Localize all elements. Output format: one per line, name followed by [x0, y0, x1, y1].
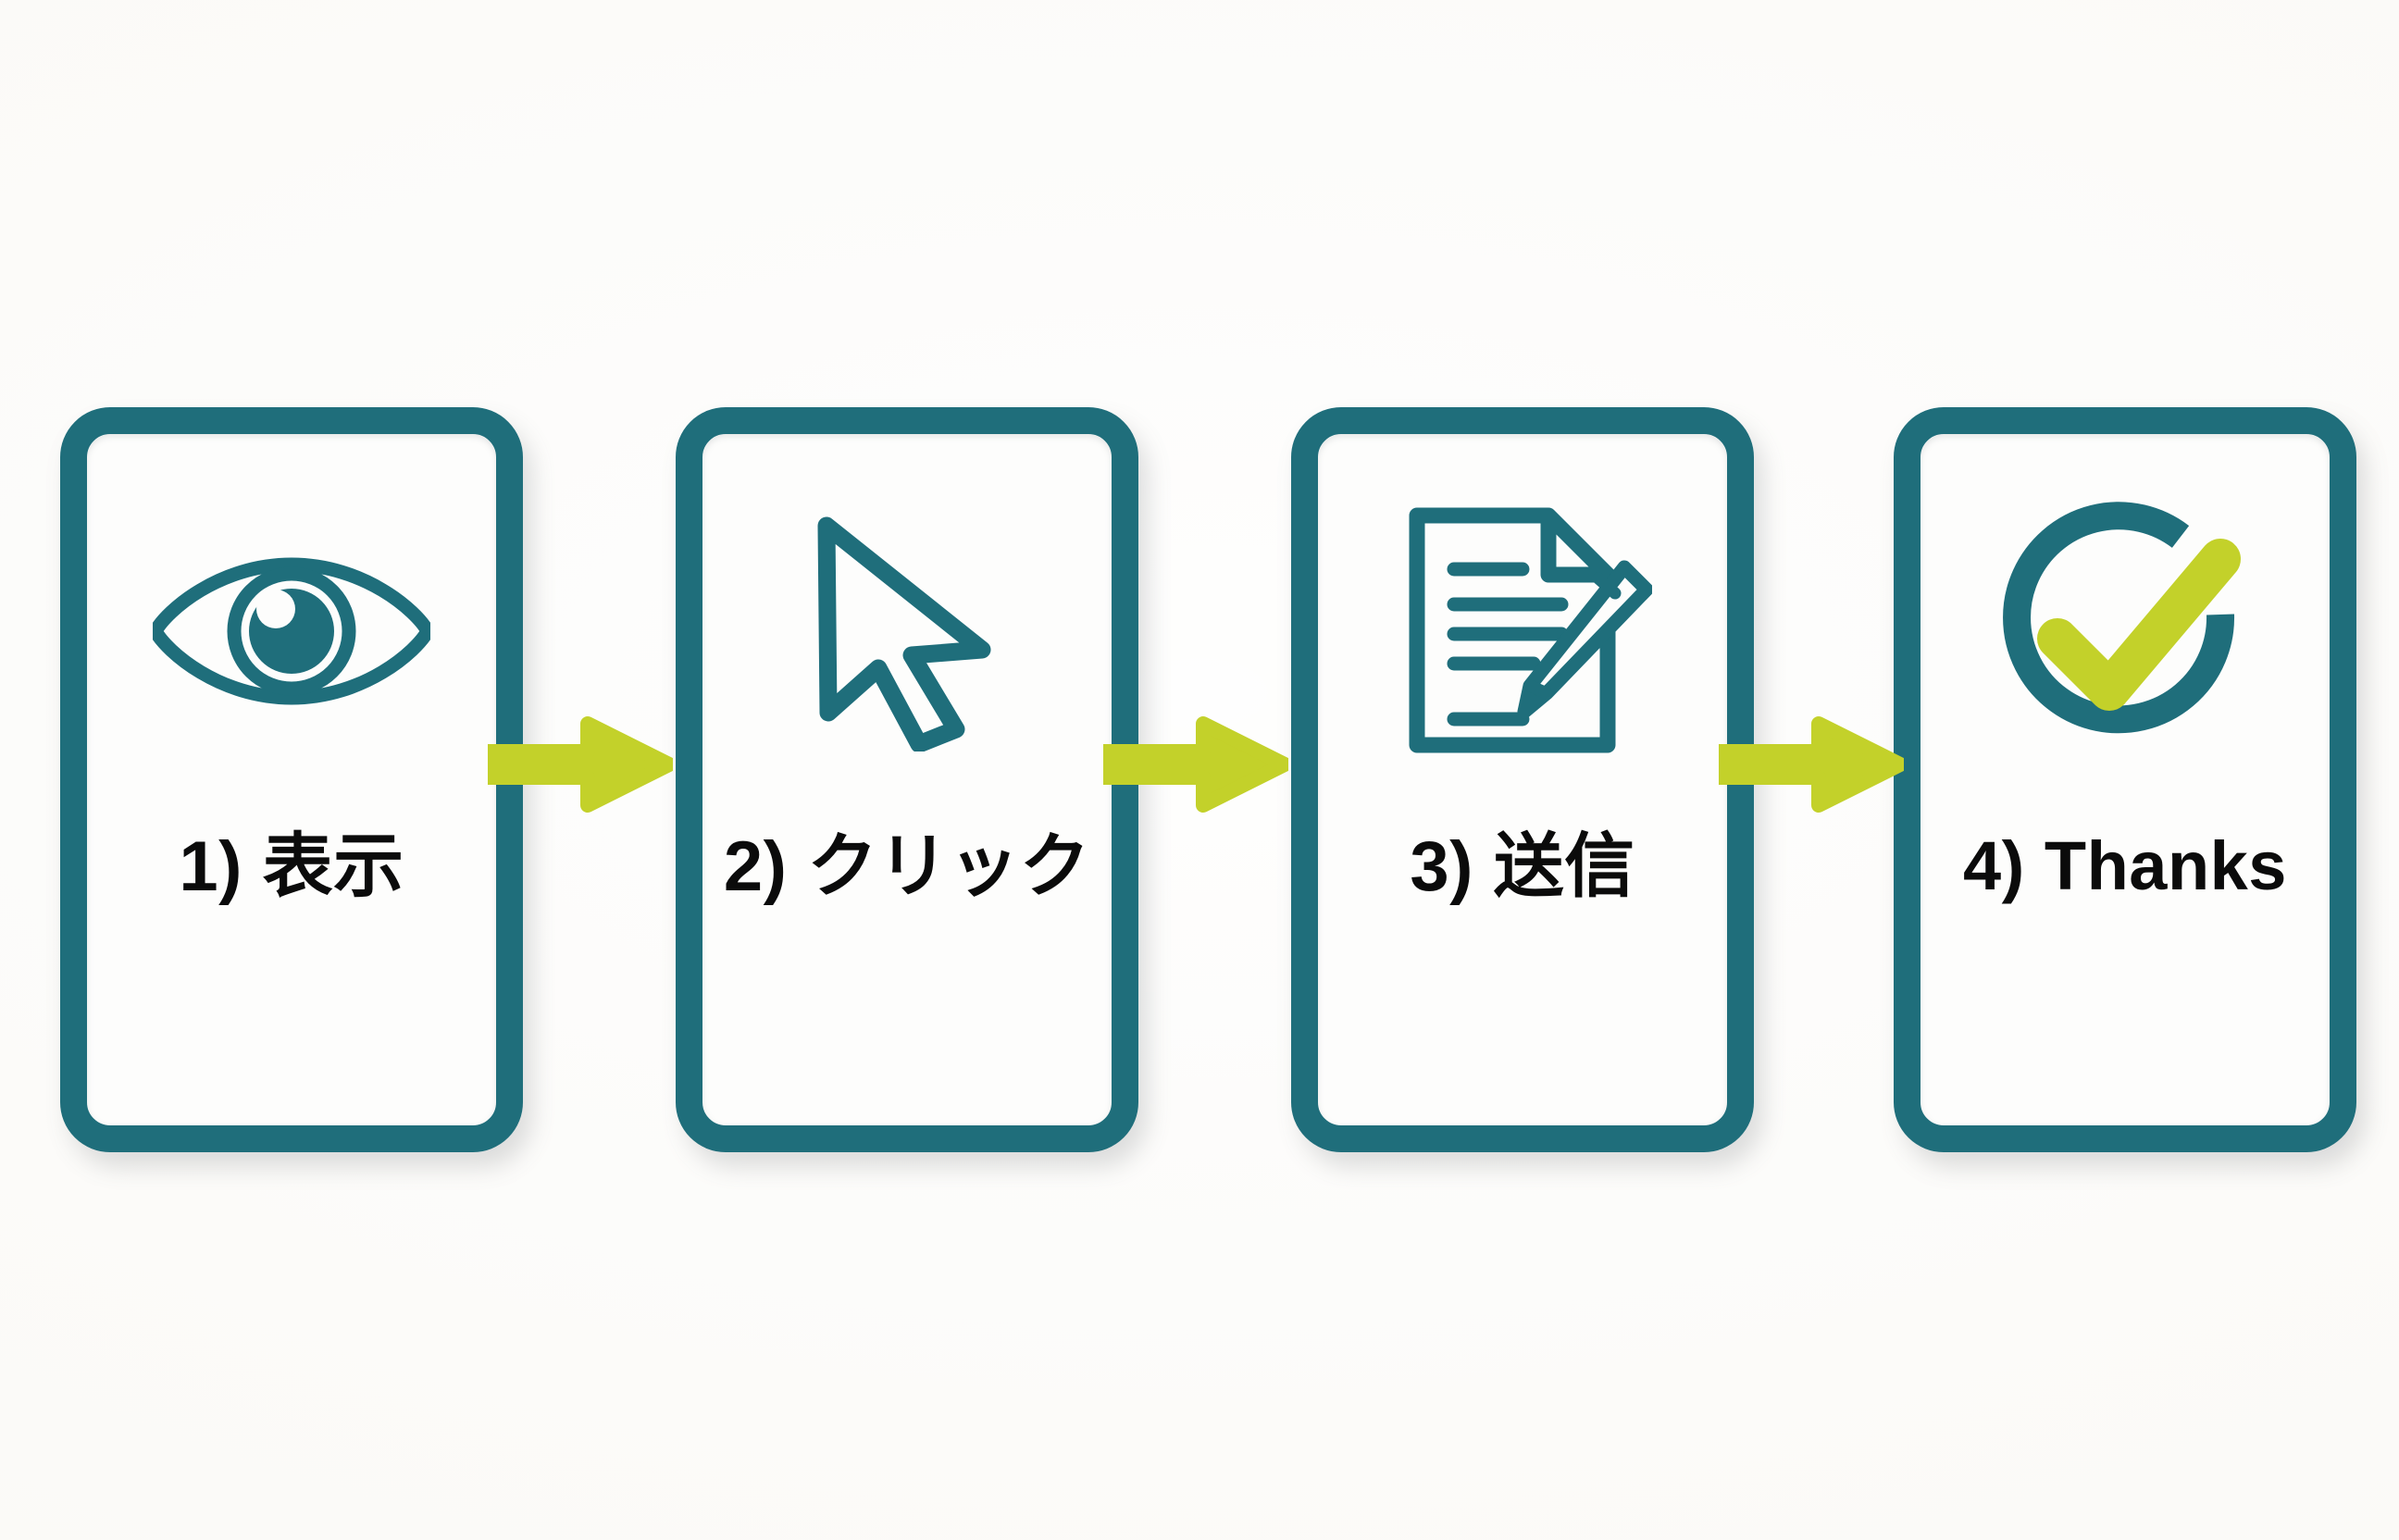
step-card-3[interactable]: 3) 送信	[1291, 407, 1754, 1152]
step-card-4[interactable]: 4) Thanks	[1894, 407, 2356, 1152]
arrow-right-icon-2	[1096, 714, 1292, 814]
document-pencil-icon	[1393, 497, 1654, 770]
arrow-right-icon-3	[1711, 714, 1908, 814]
step-card-2[interactable]: 2) クリック	[676, 407, 1138, 1152]
step-2-label: 2) クリック	[723, 827, 1091, 906]
step-3-icon-slot	[1318, 434, 1727, 832]
step-card-1[interactable]: 1) 表示	[60, 407, 523, 1152]
arrow-right-icon-1	[480, 714, 677, 814]
cursor-arrow-icon	[801, 511, 1013, 756]
step-3-label: 3) 送信	[1410, 827, 1635, 906]
eye-icon	[148, 548, 435, 719]
step-1-label: 1) 表示	[179, 827, 404, 906]
step-1-icon-slot	[87, 434, 496, 832]
step-2-icon-slot	[702, 434, 1112, 832]
step-4-icon-slot	[1920, 434, 2330, 832]
step-4-label: 4) Thanks	[1963, 827, 2287, 904]
check-circle-icon	[1991, 501, 2259, 765]
